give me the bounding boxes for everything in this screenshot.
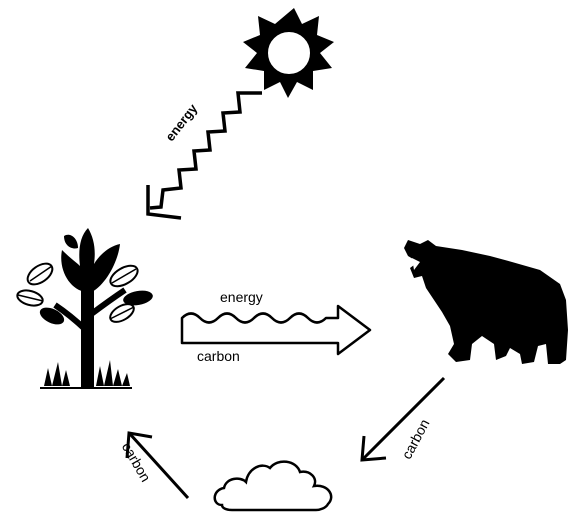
transfer-energy-label: energy (220, 290, 263, 304)
transfer-arrow (182, 306, 370, 354)
sun-energy-arrow (148, 93, 262, 218)
bear-icon (404, 240, 568, 364)
cloud-icon (215, 462, 331, 510)
sun-icon (243, 8, 334, 98)
plant-icon (16, 228, 154, 388)
transfer-carbon-label: carbon (197, 349, 240, 363)
